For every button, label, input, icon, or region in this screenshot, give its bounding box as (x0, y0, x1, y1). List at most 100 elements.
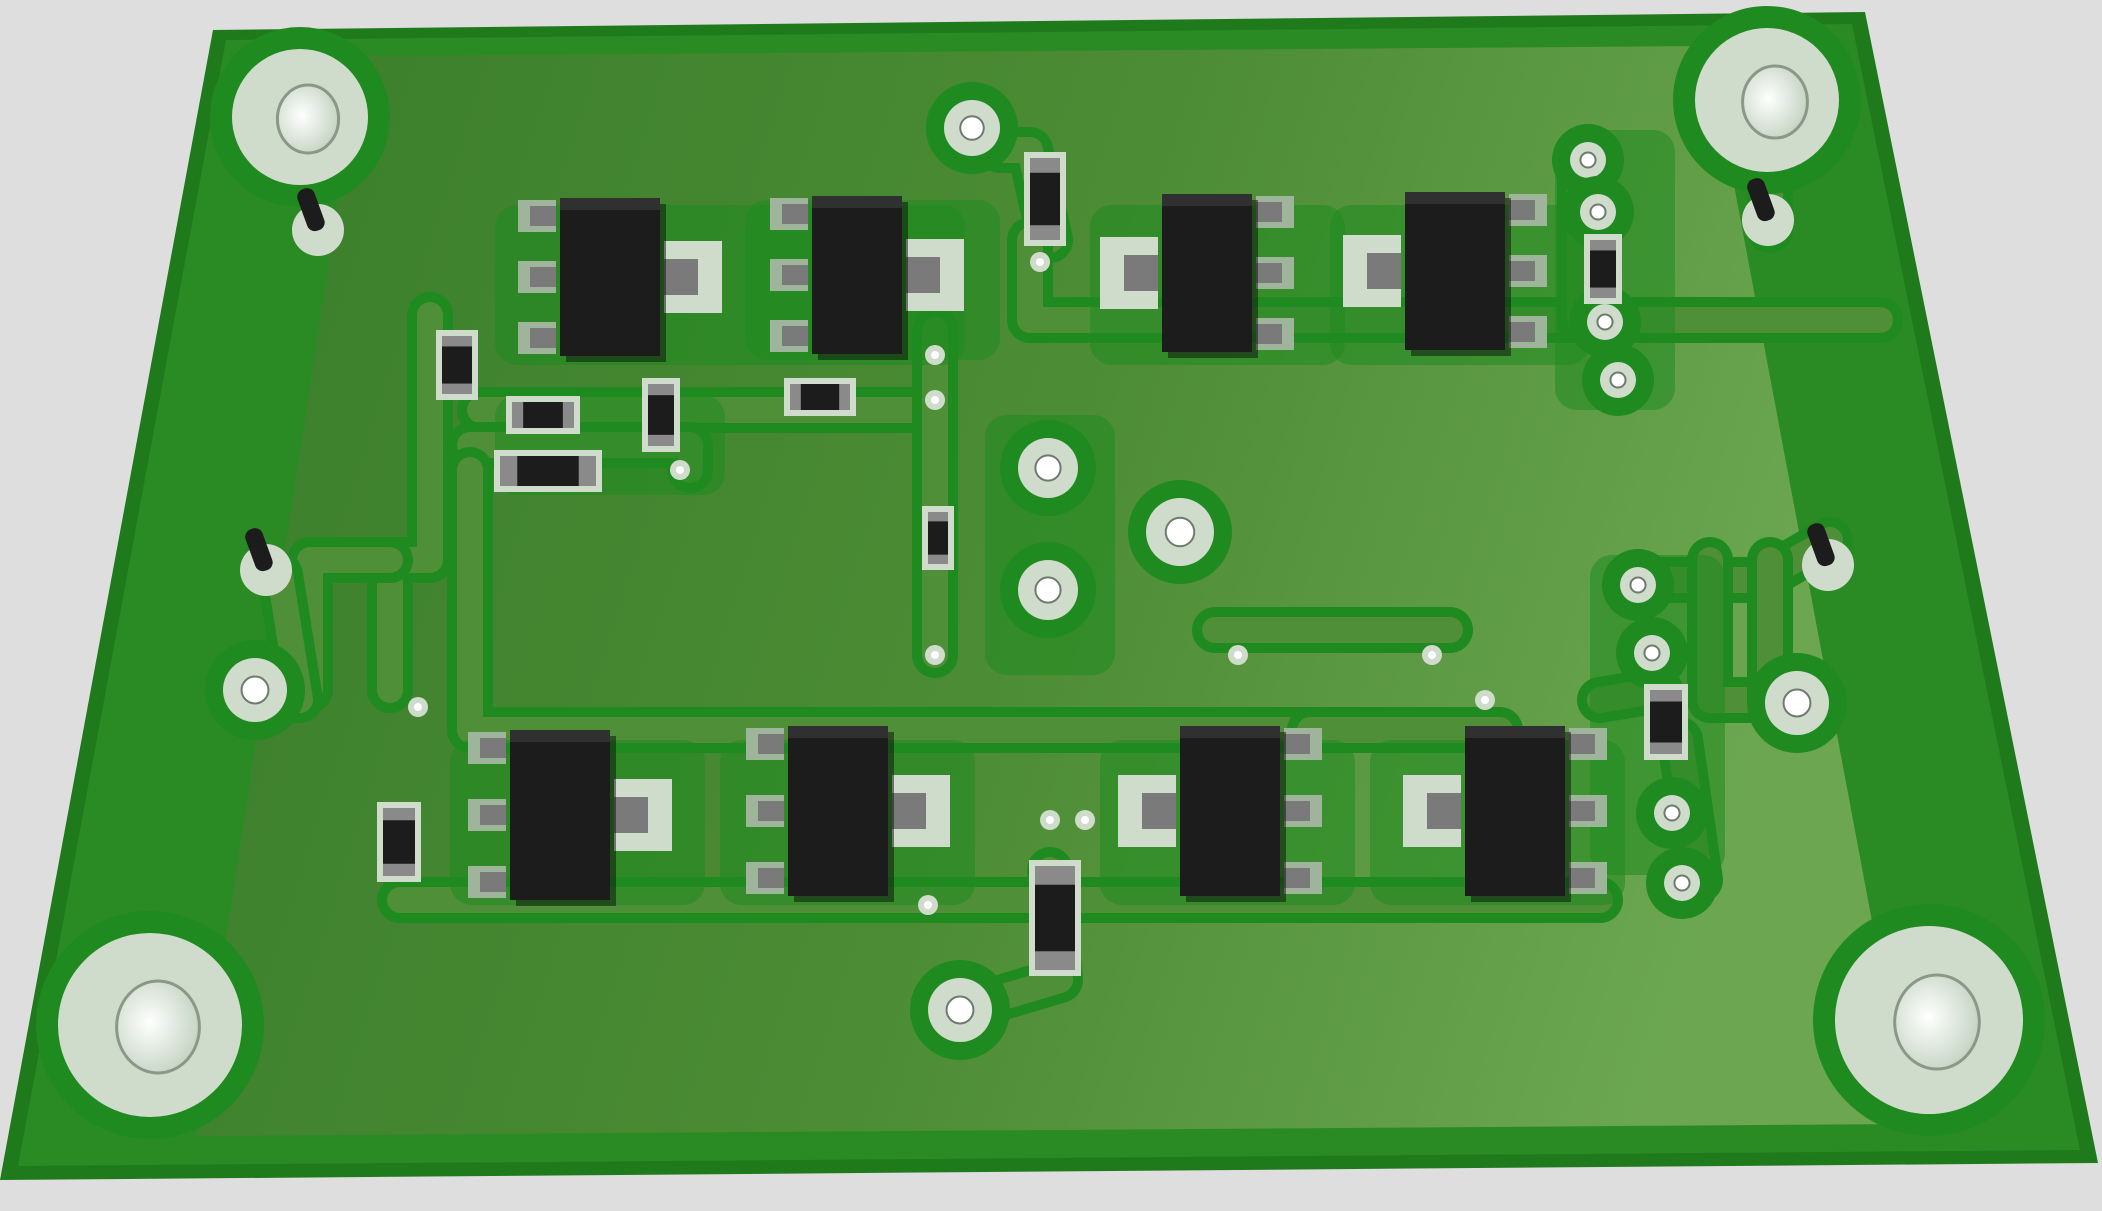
via-hole (924, 901, 932, 909)
transistor (746, 726, 950, 902)
transistor-lead (530, 328, 556, 348)
smd-terminal (1590, 287, 1616, 298)
transistor-lead (758, 801, 784, 821)
smd-passive (436, 330, 478, 400)
transistor-lead (1569, 734, 1595, 754)
transistor (1403, 726, 1607, 902)
transistor-body (560, 198, 660, 356)
transistor-lead (1284, 734, 1310, 754)
via-hole (931, 351, 939, 359)
drill-hole (240, 675, 270, 705)
header-pin (245, 528, 273, 572)
transistor-top-edge (510, 730, 610, 742)
transistor-body (1162, 194, 1252, 352)
drill-hole (1579, 151, 1597, 169)
transistor (770, 196, 964, 360)
header-pin (1747, 178, 1775, 222)
smd-terminal (648, 384, 674, 396)
drill-hole (1034, 576, 1062, 604)
smd-terminal (512, 402, 524, 428)
via-hole (1428, 651, 1436, 659)
transistor-lead (758, 868, 784, 888)
smd-passive (1024, 152, 1066, 246)
drill-hole (1673, 874, 1691, 892)
transistor-lead (480, 738, 506, 758)
smd-terminal (648, 434, 674, 446)
transistor (1343, 192, 1547, 356)
smd-passive (1584, 234, 1622, 304)
mounting-hole-bore (275, 83, 341, 155)
transistor-top-edge (1162, 194, 1252, 206)
transistor (518, 198, 722, 362)
via-hole (931, 651, 939, 659)
smd-terminal (500, 456, 518, 486)
via-hole (1036, 258, 1044, 266)
header-pin (297, 188, 325, 232)
via-hole (676, 466, 684, 474)
transistor-lead (758, 734, 784, 754)
drill-hole (1609, 371, 1627, 389)
trace (457, 457, 1323, 743)
transistor-lead (1256, 324, 1282, 344)
transistor-tab (892, 793, 926, 829)
transistor-top-edge (812, 196, 902, 208)
smd-terminal (383, 808, 415, 821)
transistor-body (1405, 192, 1505, 350)
smd-terminal (578, 456, 596, 486)
smd-terminal (839, 384, 850, 410)
smd-terminal (442, 383, 472, 394)
smd-passive (1029, 860, 1081, 976)
transistor-tab (1427, 793, 1461, 829)
smd-passive (922, 506, 954, 570)
via-hole (414, 703, 422, 711)
transistor-lead (530, 206, 556, 226)
drill-hole (1782, 688, 1812, 718)
drill-hole (1663, 804, 1681, 822)
smd-terminal (1030, 158, 1060, 173)
transistor-lead (1284, 801, 1310, 821)
smd-passive (642, 378, 680, 452)
smd-passive (784, 378, 856, 416)
drill-hole (945, 995, 975, 1025)
smd-passive (506, 396, 580, 434)
smd-terminal (1035, 866, 1075, 885)
transistor-lead (1509, 261, 1535, 281)
smd-terminal (1590, 240, 1616, 251)
transistor (1100, 194, 1294, 358)
transistor (468, 730, 672, 906)
smd-terminal (790, 384, 801, 410)
transistor-lead (1569, 868, 1595, 888)
transistor-lead (1284, 868, 1310, 888)
transistor-lead (782, 265, 808, 285)
transistor-lead (782, 326, 808, 346)
via-hole (1234, 651, 1242, 659)
transistor-lead (1256, 202, 1282, 222)
smd-passive (377, 802, 421, 882)
transistor-lead (480, 872, 506, 892)
components (240, 152, 1854, 976)
drill-hole (1643, 644, 1661, 662)
transistor-lead (1509, 200, 1535, 220)
transistor-body (788, 726, 888, 896)
smd-body (928, 512, 948, 564)
transistor-tab (614, 797, 648, 833)
drill-hole (1629, 576, 1647, 594)
smd-terminal (1030, 225, 1060, 240)
via-hole (931, 396, 939, 404)
transistor-lead (530, 267, 556, 287)
smd-terminal (1650, 742, 1682, 754)
mounting-holes (36, 6, 2045, 1139)
smd-passive (494, 450, 602, 492)
drill-hole (1589, 203, 1607, 221)
drill-hole (1164, 516, 1196, 548)
transistor-body (812, 196, 902, 354)
transistor-body (510, 730, 610, 900)
smd-terminal (1035, 951, 1075, 970)
transistor-tab (906, 257, 940, 293)
transistor-body (1180, 726, 1280, 896)
via-hole (1046, 816, 1054, 824)
smd-terminal (928, 512, 948, 522)
transistor-body (1465, 726, 1565, 896)
transistor-tab (1124, 255, 1158, 291)
